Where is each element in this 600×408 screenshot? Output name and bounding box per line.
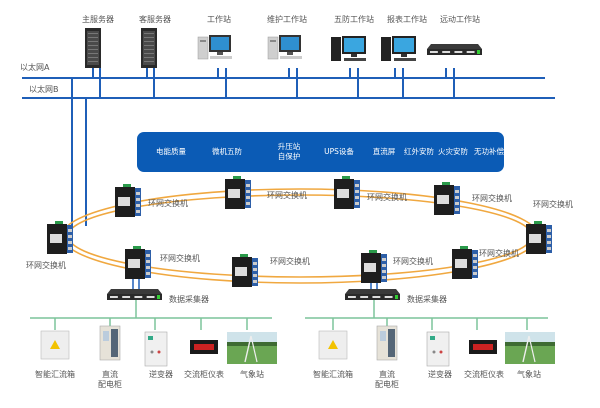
label-ring-switch-8: 环网交换机	[270, 257, 310, 266]
label-ethernet-a: 以太网A	[20, 63, 50, 72]
weather-station-icon-2	[505, 332, 555, 364]
meter-icon-2	[469, 340, 497, 354]
weather-station-icon-1	[227, 332, 277, 364]
ring-switch-icon-9	[361, 250, 387, 283]
label-ring-switch-4: 环网交换机	[472, 194, 512, 203]
label-ring-switch-5: 环网交换机	[533, 200, 573, 209]
ring-switch-icon-3	[334, 176, 360, 209]
subsystem-power-quality: 电能质量	[156, 147, 186, 156]
label-ring-switch-6: 环网交换机	[26, 261, 66, 270]
label-weather-station-2: 气象站	[517, 370, 541, 379]
ring-switch-icon-4	[434, 182, 460, 215]
ring-switch-icon-1	[115, 184, 141, 217]
label-five-prevention-workstation: 五防工作站	[334, 15, 374, 24]
label-weather-station-1: 气象站	[240, 370, 264, 379]
label-telecontrol-workstation: 远动工作站	[440, 15, 480, 24]
label-data-collector-1: 数据采集器	[169, 295, 209, 304]
label-maintenance-workstation: 维护工作站	[267, 15, 307, 24]
client-server-icon	[141, 28, 157, 68]
report-workstation-icon	[381, 36, 416, 61]
label-ring-switch-1: 环网交换机	[148, 199, 188, 208]
label-ac-meter-1: 交流柜仪表	[184, 370, 224, 379]
data-collector-icon-2	[345, 289, 400, 300]
label-ring-switch-2: 环网交换机	[267, 191, 307, 200]
subsystem-ups: UPS设备	[324, 147, 354, 156]
label-ring-switch-3: 环网交换机	[367, 193, 407, 202]
telecontrol-rack-icon	[427, 44, 482, 55]
subsystem-reactive-compensation: 无功补偿	[474, 147, 504, 156]
data-collector-icon-1	[107, 289, 162, 300]
subsystem-fire-security: 火灾安防	[438, 147, 468, 156]
label-ring-switch-9: 环网交换机	[393, 257, 433, 266]
combiner-box-icon-1	[40, 330, 70, 360]
workstation-icon	[197, 35, 232, 60]
maintenance-workstation-icon	[267, 35, 302, 60]
ring-switch-icon-8	[232, 254, 258, 287]
subsystem-infrared-security: 红外安防	[404, 147, 434, 156]
ring-switch-icon-5	[526, 221, 552, 254]
dc-cabinet-icon-2	[376, 325, 398, 361]
label-ring-switch-10: 环网交换机	[479, 249, 519, 258]
inverter-icon-2	[426, 331, 450, 367]
meter-icon-1	[190, 340, 218, 354]
label-report-workstation: 报表工作站	[387, 15, 427, 24]
ring-switch-icon-10	[452, 246, 478, 279]
label-ac-meter-2: 交流柜仪表	[464, 370, 504, 379]
ring-switch-icon-2	[225, 176, 251, 209]
combiner-box-icon-2	[318, 330, 348, 360]
subsystem-dc-panel: 直流屏	[372, 147, 396, 156]
label-ring-switch-7: 环网交换机	[160, 254, 200, 263]
main-server-icon	[85, 28, 101, 68]
label-inverter-1: 逆变器	[149, 370, 173, 379]
label-dc-cabinet-2: 直流 配电柜	[375, 370, 399, 389]
label-data-collector-2: 数据采集器	[407, 295, 447, 304]
label-workstation: 工作站	[207, 15, 231, 24]
label-main-server: 主服务器	[82, 15, 114, 24]
subsystem-booster-station-protection: 升压站 自保护	[277, 142, 301, 161]
label-ethernet-b: 以太网B	[29, 85, 59, 94]
label-dc-cabinet-1: 直流 配电柜	[98, 370, 122, 389]
five-prevention-workstation-icon	[331, 36, 366, 61]
label-inverter-2: 逆变器	[428, 370, 452, 379]
label-client-server: 客服务器	[139, 15, 171, 24]
inverter-icon-1	[144, 331, 168, 367]
ring-switch-icon-6	[47, 221, 73, 254]
subsystem-microcomputer-five-prevention: 微机五防	[212, 147, 242, 156]
label-combiner-box-1: 智能汇流箱	[35, 370, 75, 379]
ring-switch-icon-7	[125, 246, 151, 279]
subsystem-panel: 电能质量 微机五防 升压站 自保护 UPS设备 直流屏 红外安防 火灾安防 无功…	[137, 132, 504, 172]
label-combiner-box-2: 智能汇流箱	[313, 370, 353, 379]
dc-cabinet-icon-1	[99, 325, 121, 361]
